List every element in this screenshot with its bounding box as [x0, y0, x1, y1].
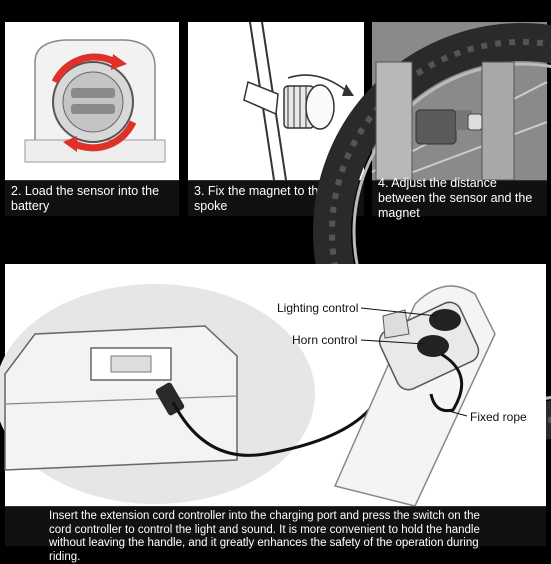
sensor-battery-illustration — [5, 22, 179, 180]
controller-description: Insert the extension cord controller int… — [5, 506, 546, 563]
step-panel-load-sensor: 2. Load the sensor into the battery — [5, 22, 179, 216]
controller-illustration — [0, 264, 546, 507]
horn-control-label: Horn control — [292, 333, 358, 347]
fixed-rope-label: Fixed rope — [470, 410, 527, 424]
step-caption: 2. Load the sensor into the battery — [5, 180, 179, 216]
step-caption: 4. Adjust the distance between the senso… — [372, 176, 547, 220]
step-panel-adjust-distance: 4. Adjust the distance between the senso… — [313, 22, 551, 441]
wheel-sensor-photo — [313, 22, 551, 441]
controller-panel: Lighting control Horn control Fixed rope… — [0, 264, 546, 563]
lighting-control-label: Lighting control — [277, 301, 359, 315]
